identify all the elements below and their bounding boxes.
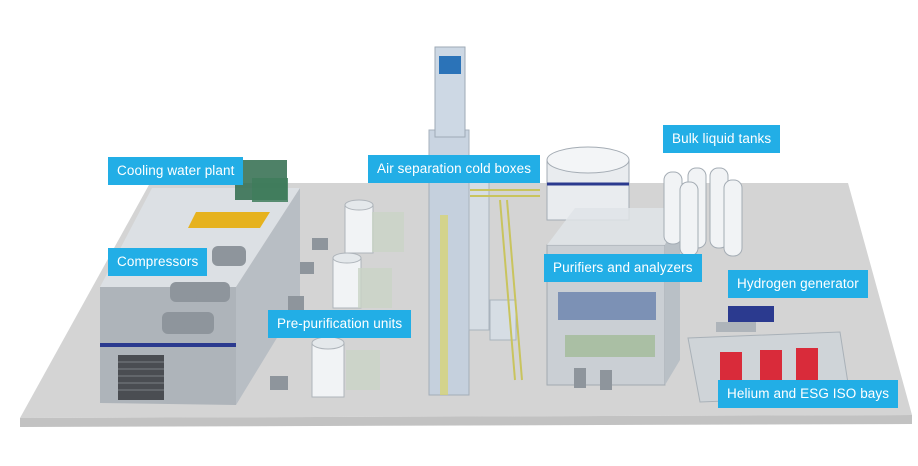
hydrogen-generator <box>716 306 774 332</box>
purifiers-building <box>546 208 680 386</box>
callout-hydrogen-generator: Hydrogen generator <box>728 270 868 298</box>
bulk-tanks <box>663 167 743 257</box>
compressor-units <box>162 246 246 334</box>
cooling-crane <box>188 160 288 228</box>
callout-helium-and-esg-iso-bays: Helium and ESG ISO bays <box>718 380 899 408</box>
callout-air-separation-cold-boxes: Air separation cold boxes <box>368 155 541 183</box>
pre-purification-vessels <box>311 199 404 398</box>
callout-compressors: Compressors <box>108 248 208 276</box>
callout-cooling-water-plant: Cooling water plant <box>108 157 244 185</box>
callout-pre-purification-units: Pre-purification units <box>268 310 412 338</box>
small-equipment <box>270 238 612 390</box>
ground-slab-edge <box>20 415 912 427</box>
callout-purifiers-and-analyzers: Purifiers and analyzers <box>544 254 702 282</box>
pipe-rack <box>470 189 540 381</box>
callout-bulk-liquid-tanks: Bulk liquid tanks <box>663 125 781 153</box>
